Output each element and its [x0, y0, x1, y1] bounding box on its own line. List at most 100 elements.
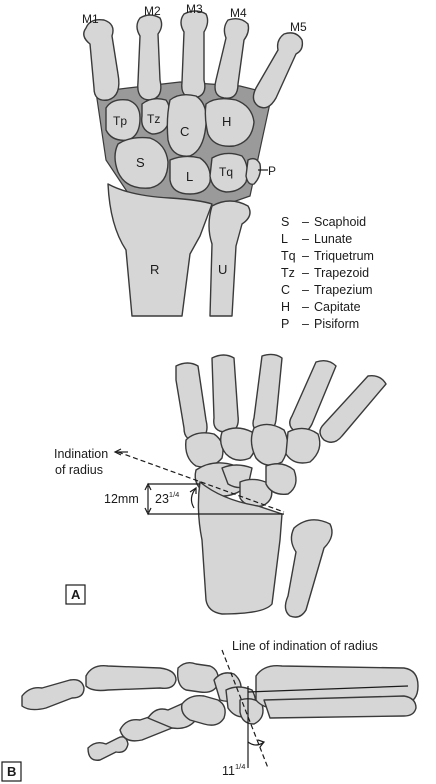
trapezium-tp-bone — [105, 98, 141, 141]
legend-dash: – — [302, 215, 309, 229]
label-p: P — [268, 164, 276, 178]
fig-a-carpal-3 — [250, 423, 289, 466]
label-m3: M3 — [186, 2, 203, 16]
legend-abbr: P — [281, 317, 289, 331]
legend-name: Pisiform — [314, 317, 359, 331]
fig-a-radius — [197, 481, 283, 615]
legend-row: C – Trapezium — [281, 283, 373, 297]
fig-b-tag: B — [7, 764, 16, 779]
fig-a-inclination-dashed-line — [117, 451, 285, 513]
fig-a-metacarpal-5 — [319, 374, 387, 443]
fig-b-angle-sup: 1/4 — [235, 762, 245, 771]
legend-row: H – Capitate — [281, 300, 361, 314]
legend-name: Capitate — [314, 300, 361, 314]
legend-abbr: C — [281, 283, 290, 297]
triquetrum-tq-bone — [209, 152, 249, 193]
fig-b-phalanx-2 — [85, 665, 177, 692]
legend-abbr: Tz — [281, 266, 295, 280]
legend-dash: – — [302, 300, 309, 314]
figure-b: Line of indination of radius 111/4 B — [1, 639, 419, 782]
fig-a-angle-arrowhead — [189, 486, 197, 494]
fig-b-inclination-dashed-line — [221, 649, 269, 769]
label-tp: Tp — [113, 114, 127, 128]
legend-dash: – — [302, 283, 309, 297]
metacarpal-4-bone — [214, 17, 250, 99]
fig-a-angle-label: 231/4 — [155, 490, 179, 506]
legend-row: S – Scaphoid — [281, 215, 366, 229]
fig-a-inclination-label-2: of radius — [55, 463, 103, 477]
fig-b-angle-arrowhead — [257, 739, 266, 748]
legend-abbr: L — [281, 232, 288, 246]
fig-a-carpal-2 — [219, 427, 257, 461]
fig-a-carpal-8 — [265, 463, 297, 495]
legend-row: Tq – Triquetrum — [281, 249, 374, 263]
fig-a-arrowhead-bottom — [144, 507, 152, 516]
label-m4: M4 — [230, 6, 247, 20]
fig-b-ulna-shadow — [263, 695, 417, 719]
fig-a-label-arrowhead — [113, 448, 122, 456]
label-l: L — [186, 169, 193, 184]
metacarpal-5-bone — [252, 32, 304, 109]
fig-b-phalanx-4 — [87, 736, 129, 761]
legend-abbr: Tq — [281, 249, 296, 263]
label-tq: Tq — [219, 165, 233, 179]
fig-a-tag-box — [65, 584, 86, 605]
fig-a-tag: A — [71, 587, 81, 602]
legend-dash: – — [302, 317, 309, 331]
fig-a-carpal-4 — [285, 427, 321, 464]
fig-a-angle-arc — [190, 487, 197, 509]
legend-dash: – — [302, 266, 309, 280]
metacarpal-1-bone — [83, 18, 120, 101]
label-u: U — [218, 262, 227, 277]
legend-name: Trapezium — [314, 283, 373, 297]
fig-a-metacarpal-3 — [252, 353, 283, 433]
label-m5: M5 — [290, 20, 307, 34]
metacarpal-2-bone — [136, 14, 163, 101]
fig-b-angle-label: 111/4 — [222, 762, 245, 778]
legend-row: P – Pisiform — [281, 317, 359, 331]
legend-name: Scaphoid — [314, 215, 366, 229]
fig-b-phalanx-7 — [180, 694, 226, 726]
legend-abbr: S — [281, 215, 289, 229]
carpal-diagram: M1 M2 M3 M4 M5 Tp Tz C H S L Tq P R U — [82, 2, 307, 317]
fig-a-carpal-1 — [185, 432, 224, 468]
label-s: S — [136, 155, 145, 170]
capitate-c-bone — [166, 93, 207, 157]
fig-a-metacarpal-1 — [175, 362, 208, 441]
fig-a-inclination-label-1: Indination — [54, 447, 108, 461]
hamate-h-bone — [204, 97, 255, 147]
fig-a-angle-sup: 1/4 — [169, 490, 179, 499]
legend-dash: – — [302, 249, 309, 263]
label-m1: M1 — [82, 12, 99, 26]
legend-row: L – Lunate — [281, 232, 352, 246]
label-tz: Tz — [147, 112, 160, 126]
fig-a-ulna — [284, 519, 333, 618]
fig-b-tag-box — [1, 761, 22, 782]
label-h: H — [222, 114, 231, 129]
metacarpal-3-bone — [180, 10, 209, 99]
fig-b-phalanx-1 — [21, 678, 85, 711]
fig-a-metacarpal-2 — [211, 354, 239, 433]
scaphoid-s-bone — [114, 136, 169, 189]
pisiform-p-bone — [245, 157, 262, 186]
figure-a: Indination of radius 12mm 231/4 A — [54, 353, 387, 618]
fig-a-distance-label: 12mm — [104, 492, 139, 506]
legend-name: Triquetrum — [314, 249, 374, 263]
fig-a-arrowhead-top — [144, 482, 152, 491]
fig-b-carpal-3 — [239, 697, 264, 725]
legend-name: Trapezoid — [314, 266, 369, 280]
legend-abbr: H — [281, 300, 290, 314]
label-m2: M2 — [144, 4, 161, 18]
label-c: C — [180, 124, 189, 139]
legend: S – Scaphoid L – Lunate Tq – Triquetrum … — [281, 215, 374, 331]
legend-row: Tz – Trapezoid — [281, 266, 369, 280]
fig-b-angle-base: 11 — [222, 764, 235, 778]
fig-b-phalanx-3 — [176, 661, 220, 694]
label-r: R — [150, 262, 159, 277]
ulna-bone — [208, 200, 251, 317]
legend-dash: – — [302, 232, 309, 246]
fig-b-line-label: Line of indination of radius — [232, 639, 378, 653]
lunate-l-bone — [169, 155, 211, 195]
